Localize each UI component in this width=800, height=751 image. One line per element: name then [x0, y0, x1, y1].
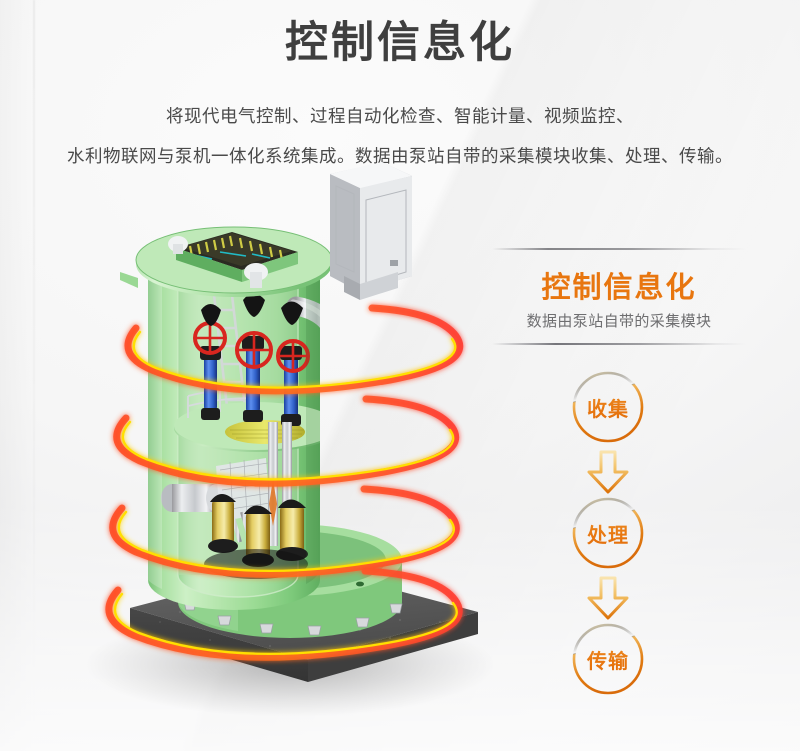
page-description-line-1: 将现代电气控制、过程自动化检查、智能计量、视频监控、	[166, 107, 634, 127]
page-title: 控制信息化	[285, 18, 515, 68]
pump-station-illustration	[85, 162, 495, 717]
ring-icon	[572, 497, 644, 569]
flow-label-collect: 收集	[571, 370, 645, 444]
panel-divider-bottom	[492, 343, 746, 345]
flow-step-transmit[interactable]: 传输	[520, 622, 696, 700]
flow-circle-collect: 收集	[571, 370, 645, 444]
flow-circle-process: 处理	[571, 496, 645, 570]
flow-arrow-1	[520, 448, 696, 496]
top-deck	[120, 226, 333, 297]
panel-subtitle: 数据由泵站自带的采集模块	[526, 312, 712, 330]
flow-label-process: 处理	[571, 496, 645, 570]
down-arrow-icon	[587, 450, 629, 494]
ring-icon	[572, 623, 644, 695]
page-description-line-2: 水利物联网与泵机一体化系统集成。数据由泵站自带的采集模块收集、处理、传输。	[67, 147, 733, 167]
info-panel: 控制信息化 数据由泵站自带的采集模块	[492, 248, 746, 345]
panel-divider-top	[492, 248, 746, 250]
flow-step-process[interactable]: 处理	[520, 496, 696, 622]
pump-station-shell	[148, 261, 320, 610]
flow-label-transmit: 传输	[571, 622, 645, 696]
ring-icon	[572, 371, 644, 443]
vent-domes	[168, 236, 268, 288]
backdrop-corner-seam	[33, 0, 35, 751]
panel-title: 控制信息化	[541, 270, 697, 304]
control-cabinet	[330, 162, 412, 300]
valve-assemblies	[193, 293, 310, 426]
submersible-pumps	[204, 494, 308, 579]
process-flow: 收集	[520, 370, 696, 700]
flow-step-collect[interactable]: 收集	[520, 370, 696, 496]
down-arrow-icon	[587, 576, 629, 620]
flow-arrow-2	[520, 574, 696, 622]
flow-circle-transmit: 传输	[571, 622, 645, 696]
